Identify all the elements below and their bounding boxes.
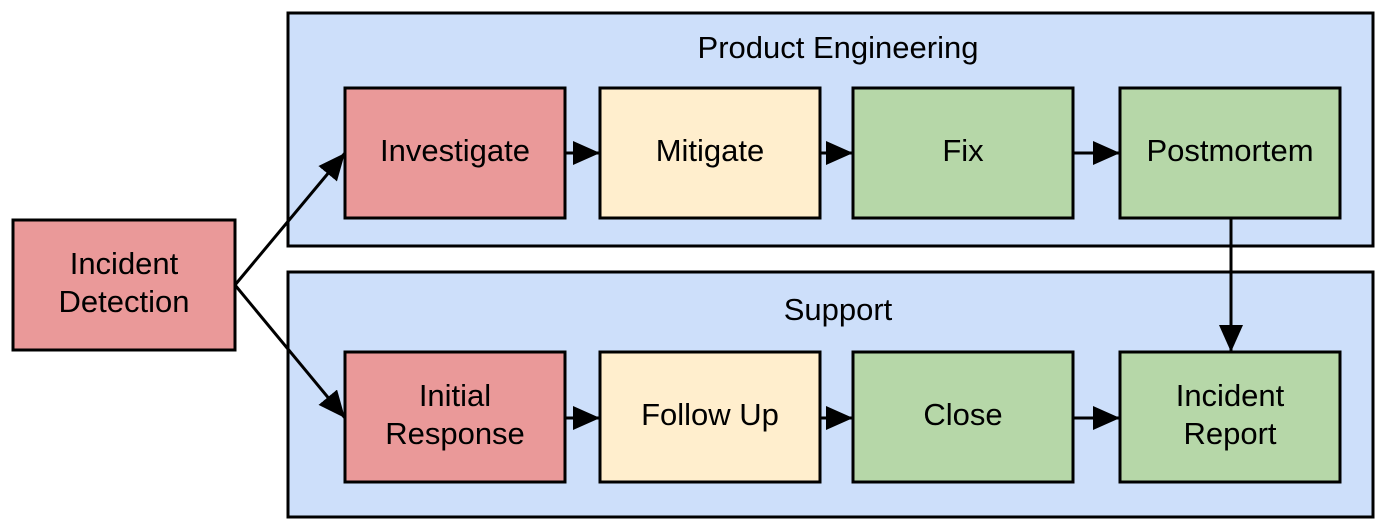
node-incident-report-label: Report: [1183, 416, 1276, 451]
node-incident-detection-label: Detection: [59, 284, 190, 319]
node-postmortem-box[interactable]: [1118, 86, 1342, 220]
lane-product-engineering-title: Product Engineering: [698, 30, 979, 65]
node-fix-label: Fix: [942, 133, 984, 168]
node-incident-detection-box[interactable]: [11, 218, 237, 352]
node-close-box[interactable]: [851, 350, 1075, 484]
node-mitigate-box[interactable]: [598, 86, 822, 220]
edges-layer: [233, 141, 1243, 430]
node-mitigate[interactable]: Mitigate: [598, 86, 822, 220]
node-incident-report-label: Incident: [1176, 378, 1285, 413]
lane-support-title: Support: [784, 292, 893, 327]
edge-detection-to-investigate: [233, 152, 347, 286]
edge-detection-to-initialresponse: [233, 284, 347, 419]
node-investigate-box[interactable]: [343, 86, 567, 220]
node-mitigate-label: Mitigate: [656, 133, 765, 168]
node-postmortem-label: Postmortem: [1146, 133, 1313, 168]
node-follow-up-label: Follow Up: [641, 397, 779, 432]
node-investigate-label: Investigate: [380, 133, 530, 168]
node-initial-response-label: Initial: [419, 378, 491, 413]
node-fix[interactable]: Fix: [851, 86, 1075, 220]
node-incident-report-box[interactable]: [1118, 350, 1342, 484]
node-incident-detection-label: Incident: [70, 246, 179, 281]
node-close-label: Close: [923, 397, 1002, 432]
node-follow-up[interactable]: Follow Up: [598, 350, 822, 484]
node-initial-response-box[interactable]: [343, 350, 567, 484]
node-fix-box[interactable]: [851, 86, 1075, 220]
node-initial-response-label: Response: [385, 416, 525, 451]
node-follow-up-box[interactable]: [598, 350, 822, 484]
node-close[interactable]: Close: [851, 350, 1075, 484]
node-investigate[interactable]: Investigate: [343, 86, 567, 220]
node-postmortem[interactable]: Postmortem: [1118, 86, 1342, 220]
